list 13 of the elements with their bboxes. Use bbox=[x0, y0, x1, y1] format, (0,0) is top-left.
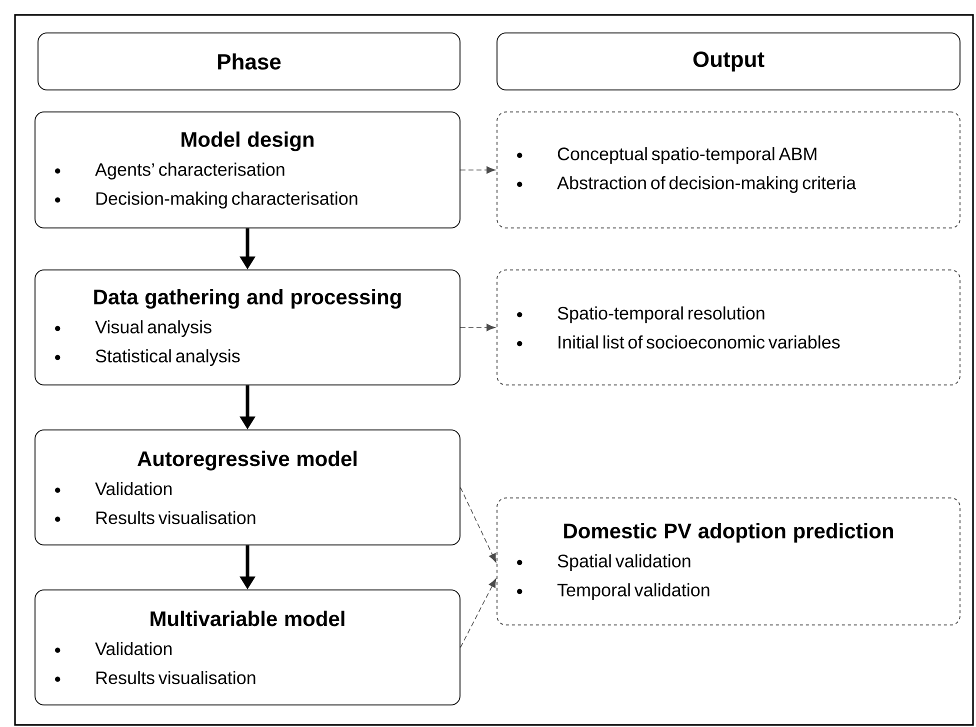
arrow bbox=[460, 324, 496, 332]
phase-box: Autoregressive model Validation Results visualisation bbox=[34, 430, 460, 546]
output-box: Spatio-temporal resolution Initial list of socioeconomic variables bbox=[496, 270, 960, 386]
arrow bbox=[460, 487, 496, 562]
header-box: Output bbox=[496, 32, 960, 90]
header-box: Phase bbox=[38, 32, 460, 90]
phase-box: Model design Agents’ characterisation Decision-making characterisation bbox=[34, 112, 460, 228]
arrow bbox=[460, 578, 496, 648]
output-box: Conceptual spatio-temporal ABM Abstraction of decision-making criteria bbox=[496, 112, 960, 228]
phase-box: Multivariable model Validation Results visualisation bbox=[34, 590, 460, 706]
arrow bbox=[460, 166, 496, 174]
phase-box: Data gathering and processing Visual analysis Statistical analysis bbox=[34, 270, 460, 386]
output-box: Domestic PV adoption prediction Spatial validation Temporal validation bbox=[496, 498, 960, 626]
